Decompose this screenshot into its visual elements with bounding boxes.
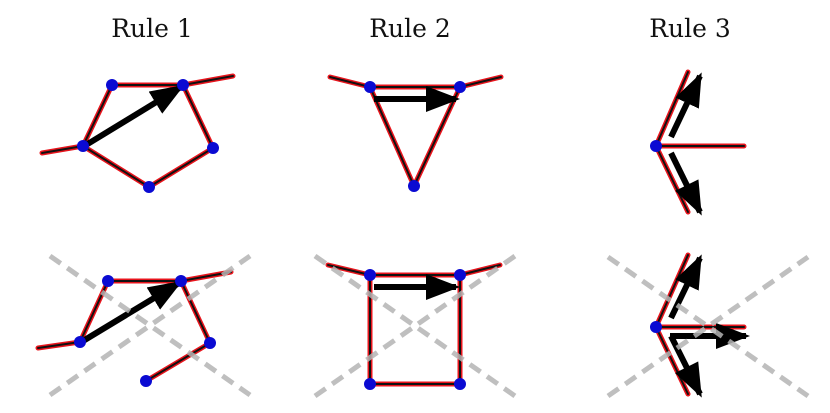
edge <box>325 262 373 278</box>
title-rule-2: Rule 2 <box>369 14 451 43</box>
edge <box>178 278 213 346</box>
panel-rule1-bottom <box>35 253 252 398</box>
node <box>207 142 219 154</box>
arrow <box>668 334 703 398</box>
edges-rule3-bottom <box>653 252 747 397</box>
node <box>454 81 466 93</box>
nodes-rule1-top <box>77 79 219 193</box>
edge <box>327 74 373 90</box>
node <box>177 79 189 91</box>
panel-rule3-top <box>650 69 747 216</box>
edge <box>457 74 504 90</box>
panel-rule2-bottom <box>313 253 517 399</box>
arrow <box>81 280 183 344</box>
node <box>650 321 662 333</box>
edge <box>143 340 213 384</box>
node <box>175 275 187 287</box>
edge <box>367 84 417 189</box>
edges-rule1-bottom <box>35 269 234 384</box>
edges-rule1-top <box>39 73 236 190</box>
node <box>454 378 466 390</box>
title-rule-3: Rule 3 <box>649 14 731 43</box>
arrow <box>668 151 703 216</box>
panel-rule3-bottom <box>606 252 810 399</box>
nodes-rule1-bottom <box>74 275 216 387</box>
arrow <box>668 254 703 320</box>
edge <box>457 262 503 278</box>
node <box>106 79 118 91</box>
title-rule-1: Rule 1 <box>111 14 193 43</box>
panel-rule2-top <box>327 74 504 192</box>
node <box>77 140 89 152</box>
nodes-rule2-top <box>364 81 466 192</box>
edges-rule2-top <box>327 74 504 189</box>
edges-rule3-top <box>653 69 747 215</box>
node <box>364 378 376 390</box>
node <box>408 180 420 192</box>
node <box>650 140 662 152</box>
edge <box>80 143 152 190</box>
arrow <box>84 84 185 148</box>
node <box>364 269 376 281</box>
edge <box>80 82 115 149</box>
edge <box>146 145 216 190</box>
arrow <box>668 72 703 139</box>
node <box>143 181 155 193</box>
edge <box>39 143 86 156</box>
node <box>140 375 152 387</box>
edge <box>35 339 83 351</box>
node <box>204 337 216 349</box>
panel-rule1-top <box>39 73 236 193</box>
node <box>74 336 86 348</box>
nodes-rule2-bottom <box>364 269 466 390</box>
edge <box>180 82 216 151</box>
node <box>102 275 114 287</box>
cross-out-mark <box>48 253 252 398</box>
node <box>454 269 466 281</box>
node <box>364 81 376 93</box>
edge <box>180 73 236 88</box>
